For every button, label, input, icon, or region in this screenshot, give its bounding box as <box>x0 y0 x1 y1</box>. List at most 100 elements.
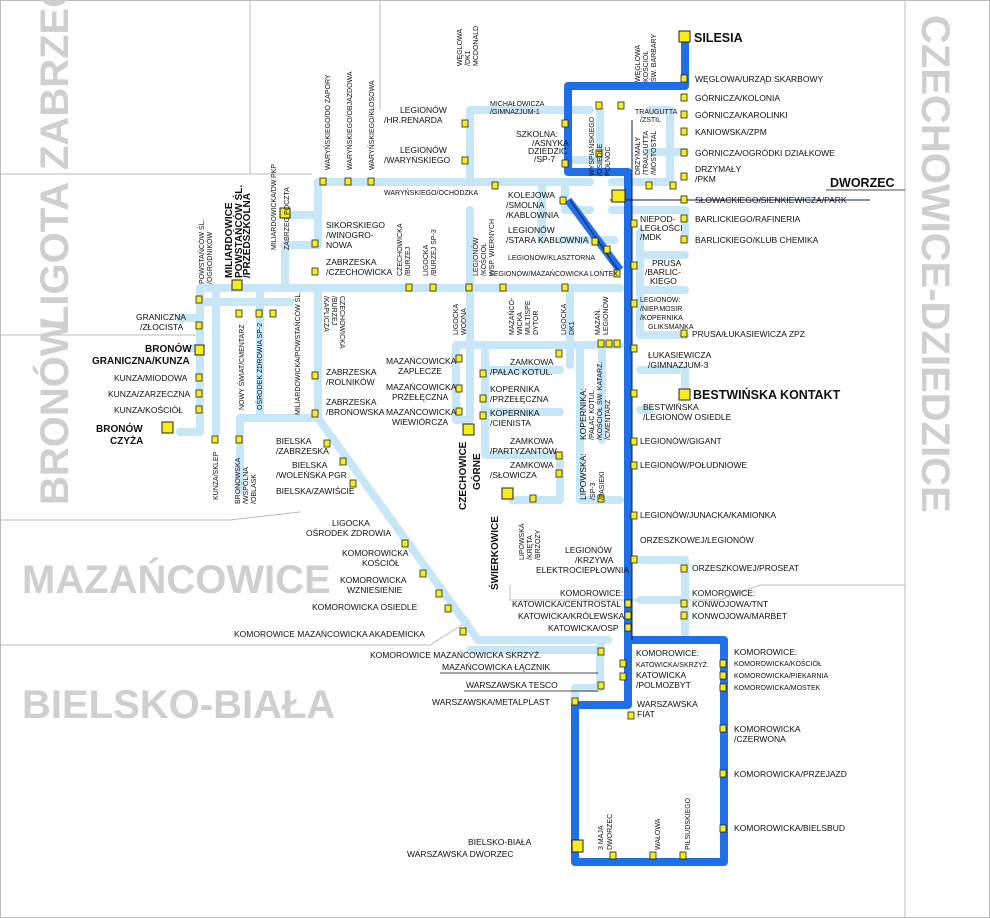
stop-lukasiewicza[interactable]: ŁUKASIEWICZA/GIMNAZJUM-3 <box>648 350 712 370</box>
stop-slowackiego[interactable]: SŁOWACKIEGO/SIENKIEWICZA/PARK <box>695 195 847 205</box>
stop-legionow-poludniowe[interactable]: LEGIONÓW/POŁUDNIOWE <box>640 460 748 470</box>
stop-orzeszkowej-pros[interactable]: ORZESZKOWEJ/PROSEAT <box>692 563 799 573</box>
stop-legionow-maz-lontex[interactable]: LEGIONÓW/MAZAŃCOWICKA LONTEX <box>490 269 618 278</box>
stop-kom-osiedle[interactable]: KOMOROWICKA OSIEDLE <box>312 602 418 612</box>
stop-kat-krolewska[interactable]: KATOWICKA/KRÓLEWSKA <box>518 611 625 621</box>
stop-lipowska-sp3[interactable]: LIPOWSKA:/SP-3/PASIEKI <box>578 453 606 500</box>
stop-bronowska[interactable]: BRONOWSKA/WSPÓLNA/OBLASK <box>235 457 258 504</box>
stop-sikorskiego[interactable]: SIKORSKIEGO/WINOGRO-NOWA <box>326 220 385 250</box>
stop-bielska-zawiscie[interactable]: BIELSKA/ZAWIŚCIE <box>276 485 355 496</box>
stop-gornicza-ogrodki[interactable]: GÓRNICZA/OGRÓDKI DZIAŁKOWE <box>695 148 835 158</box>
stop-prusa-lukas[interactable]: PRUSA/ŁUKASIEWICZA ZPZ <box>692 329 805 339</box>
stop-swierkowice[interactable]: ŚWIERKOWICE <box>488 516 501 590</box>
stop-niepodleglosci[interactable]: NIEPOD-LEGŁOŚCI/MDK <box>640 214 683 242</box>
stop-michalowicza[interactable]: MICHAŁOWICZA/GIMNAZJUM-1 <box>490 101 545 116</box>
stop-bielska-zabrzeska[interactable]: BIELSKA/ZABRZESKA <box>276 436 329 456</box>
stop-kaniowska[interactable]: KANIOWSKA/ZPM <box>695 127 767 137</box>
stop-kunza-zarzeczna[interactable]: KUNZA/ZARZECZNA <box>108 389 191 399</box>
stop-weglowa-kosciol[interactable]: WĘGLOWAKOŚCIÓŁŚW. BARBARY <box>635 34 658 82</box>
stop-gornicza-kolonia[interactable]: GÓRNICZA/KOLONIA <box>695 93 780 103</box>
stop-ligocka-burzej[interactable]: LIGOCKA/BURZEJ SP-3 <box>423 229 438 276</box>
stop-zabrzeska-rolnikow[interactable]: ZABRZESKA/ROLNIKÓW <box>326 367 377 387</box>
stop-barlickiego-klub[interactable]: BARLICKIEGO/KLUB CHEMIKA <box>695 235 819 245</box>
stop-orzeszkowej-leg[interactable]: ORZESZKOWEJ/LEGIONÓW <box>640 535 754 545</box>
stop-legionow-gigant[interactable]: LEGIONÓW/GIGANT <box>640 436 722 446</box>
stop-warszawska-tesco[interactable]: WARSZAWSKA TESCO <box>466 680 558 690</box>
stop-legionow-junacka[interactable]: LEGIONÓW/JUNACKA/KAMIONKA <box>640 510 776 520</box>
stop-walowa[interactable]: WAŁOWA <box>655 818 662 850</box>
stop-gornicza-karolinki[interactable]: GÓRNICZA/KAROLINKI <box>695 110 788 120</box>
stop-kunza-miodowa[interactable]: KUNZA/MIODOWA <box>114 373 188 383</box>
stop-kopernika-group[interactable]: KOPERNIKA:/PAŁAC KOTUL/KOŚCIÓŁ ŚW. KATAR… <box>578 362 612 440</box>
stop-konwojowa-marbet[interactable]: KONWOJOWA/MARBET <box>692 611 787 621</box>
stop-graniczna-zlocista[interactable]: GRANICZNA/ZŁOCISTA <box>136 312 186 332</box>
stop-kat-osp[interactable]: KATOWICKA/OSP <box>548 623 619 633</box>
stop-bielska-wolenska[interactable]: BIELSKA/WOLEŃSKA PGR <box>276 460 347 480</box>
stop-prusa[interactable]: PRUSA/BARLIC-KIEGO <box>645 258 682 286</box>
stop-weglowa-us[interactable]: WĘGLOWA/URZĄD SKARBOWY <box>695 74 823 84</box>
stop-mazancowicka-multispe[interactable]: MAZAŃCO-WICKAMULTISPEDYTOR <box>507 297 540 335</box>
stop-konwojowa-tnt[interactable]: KONWOJOWA/TNT <box>692 599 768 609</box>
stop-warynskiego-objazdowa[interactable]: WARYŃSKIEGO/OBJAZDOWA <box>345 71 354 170</box>
stop-dworzec[interactable]: DWORZEC <box>830 176 895 190</box>
stop-legionow-renarda[interactable]: LEGIONÓW/HR.RENARDA <box>384 105 447 125</box>
stop-kat-centrostal[interactable]: KATOWICKA/CENTROSTAL <box>512 599 621 609</box>
stop-drzymaly-traugutta[interactable]: DRZYMAŁY/TRAUGUTTA/MOSTOSTAL <box>635 130 658 175</box>
stop-warynskiego-zapory[interactable]: WARYŃSKIEGO/DO ZAPORY <box>323 74 332 170</box>
stop-czechowicka-kaplicza[interactable]: CZECHOWICKA/BURZEJ/KAPLICZA <box>322 296 345 349</box>
stop-kopernika-przeleczna[interactable]: KOPERNIKA/PRZEŁĘCZNA <box>490 384 549 404</box>
stop-zamkowa-partyzantow[interactable]: ZAMKOWA/PARTYZANTÓW <box>490 436 557 456</box>
stop-pilsudskiego[interactable]: PIŁSUDSKIEGO <box>685 797 692 850</box>
stop-silesia[interactable]: SILESIA <box>694 31 743 45</box>
stop-kom-maz-skrzyz[interactable]: KOMOROWICE MAZAŃCOWICKA SKRZYŻ. <box>370 650 541 660</box>
stop-lipowska-kreta[interactable]: LIPOWSKA/KRĘTA/BRZOZY <box>519 523 542 560</box>
stop-kunza-kosciol[interactable]: KUNZA/KOŚCIÓŁ <box>114 404 183 415</box>
stop-wyspianskiego[interactable]: WYSPIAŃSKIEGO/OSIEDLEPÓŁNOC <box>587 116 612 176</box>
stop-kopernika-cienista[interactable]: KOPERNIKA/CIENISTA <box>490 408 540 428</box>
stop-kom-czerwona[interactable]: KOMOROWICKA/CZERWONA <box>734 724 801 744</box>
stop-barlickiego-raf[interactable]: BARLICKIEGO/RAFINERIA <box>695 214 801 224</box>
stop-kolejowa[interactable]: KOLEJOWA/SMOLNA/KABLOWNIA <box>506 190 559 220</box>
stop-warynskiego-ochodzka[interactable]: WARYŃSKIEGO/OCHODZKA <box>384 188 478 197</box>
stop-weglowa-dk1[interactable]: WĘGLOWA/DK1MCDONALD <box>457 26 480 66</box>
stop-czechowicka-burzej[interactable]: CZECHOWICKA/BURZEJ <box>397 223 412 276</box>
stop-warszawska-metalplast[interactable]: WARSZAWSKA/METALPLAST <box>432 697 550 707</box>
stop-ligocka-wodna[interactable]: LIGOCKAWODNA <box>453 304 468 335</box>
stop-ligocka-dk1[interactable]: LIGOCKADK1 <box>561 304 576 335</box>
stop-mazan-legionow[interactable]: MAZAŃ.LEGIONÓW <box>593 296 610 335</box>
stop-drzymaly-pkm[interactable]: DRZYMAŁY/PKM <box>695 164 742 184</box>
stop-kom-piekarnia[interactable]: KOMOROWICKA/PIEKARNIA <box>734 673 828 680</box>
stop-nowy-swiat[interactable]: NOWY ŚWIAT/CMENTARZ <box>237 324 246 410</box>
stop-legionow-warynskiego[interactable]: LEGIONÓW/WARYŃSKIEGO <box>384 145 451 165</box>
stop-traugutta[interactable]: TRAUGUTTA/ZSTIL <box>635 109 678 124</box>
stop-legionow-kosciol[interactable]: LEGIONÓW/KOŚCIÓŁWSP. WIERNYCH <box>471 219 496 276</box>
stop-osrodek-sp2[interactable]: OŚRODEK ZDROWIA SP-2 <box>255 323 264 410</box>
stop-powstancow-ogrodnikow[interactable]: POWSTAŃCÓW ŚL./OGRODNIKÓW <box>197 220 214 284</box>
stop-bestwinska-kontakt[interactable]: BESTWIŃSKA KONTAKT <box>693 387 841 402</box>
stop-kom-przejazd[interactable]: KOMOROWICKA/PRZEJAZD <box>734 769 847 779</box>
stop-kat2-skrzyz[interactable]: KATOWICKA/SKRZYŻ. <box>636 660 709 669</box>
stop-kat2-polmo[interactable]: KATOWICKA/POLMOZBYT <box>636 670 691 690</box>
stop-zamkowa-palac[interactable]: ZAMKOWA/PAŁAC KOTUL. <box>490 357 554 377</box>
stop-legionow-kablownia[interactable]: LEGIONÓW/STARA KABLOWNIA <box>506 225 589 245</box>
stop-kom-kosciol[interactable]: KOMOROWICKA/KOŚCIÓŁ <box>734 659 822 668</box>
stop-legionow-klasztorna[interactable]: LEGIONÓW/KLASZTORNA <box>508 253 595 262</box>
stop-bestwinska-osiedle[interactable]: BESTWIŃSKA/LEGIONÓW OSIEDLE <box>643 402 732 422</box>
stop-zamkowa-slowicza[interactable]: ZAMKOWA/SŁOWICZA <box>490 460 554 480</box>
stop-kom-bielsbud[interactable]: KOMOROWICKA/BIELSBUD <box>734 823 845 833</box>
